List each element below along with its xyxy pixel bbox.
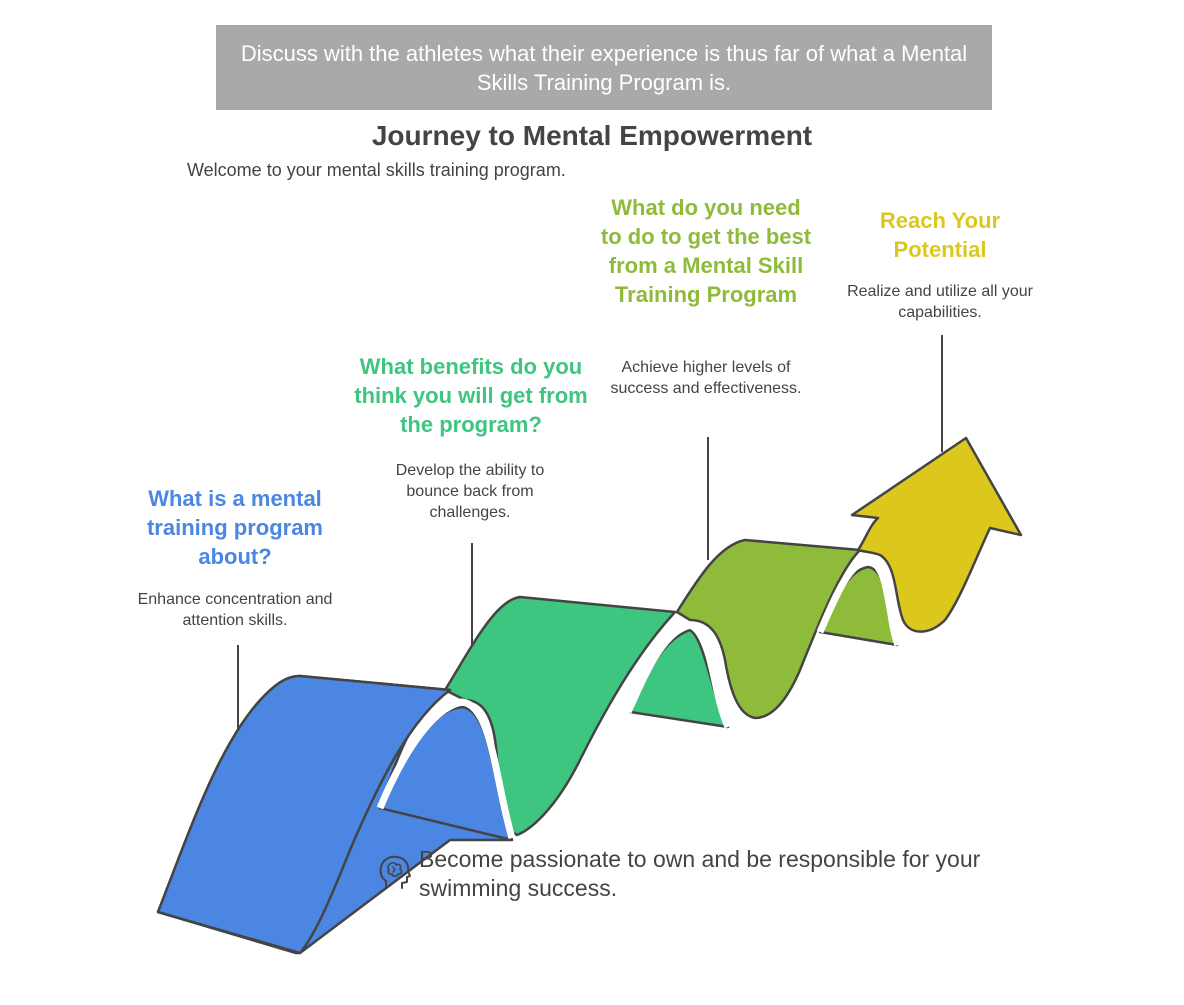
step-4-arrow: [850, 436, 1023, 633]
banner-text: Discuss with the athletes what their exp…: [240, 40, 968, 95]
step-1-description: Enhance concentration and attention skil…: [137, 591, 333, 629]
page-subtitle: Welcome to your mental skills training p…: [187, 160, 566, 180]
step-1-title: What is a mental training program about?: [146, 486, 323, 569]
step-3-description: Achieve higher levels of success and eff…: [610, 359, 802, 397]
fold-gap-1: [376, 698, 516, 839]
step-4-description: Realize and utilize all your capabilitie…: [847, 283, 1033, 321]
step-1-ribbon-front: [156, 674, 452, 955]
footer-statement: Become passionate to own and be responsi…: [419, 846, 981, 901]
fold-gap-3: [816, 556, 902, 647]
discussion-banner: Discuss with the athletes what their exp…: [216, 25, 992, 110]
step-2-ribbon: [443, 595, 677, 837]
step-3-title: What do you need to do to get the best f…: [600, 195, 812, 307]
brain-head-icon: [379, 855, 411, 889]
step-3-ribbon: [675, 538, 862, 720]
step-4-title: Reach Your Potential: [879, 208, 1001, 262]
step-2-title: What benefits do you think you will get …: [354, 354, 588, 437]
page-title: Journey to Mental Empowerment: [371, 120, 813, 151]
fold-gap-2: [624, 621, 732, 729]
step-2-description: Develop the ability to bounce back from …: [395, 462, 545, 521]
